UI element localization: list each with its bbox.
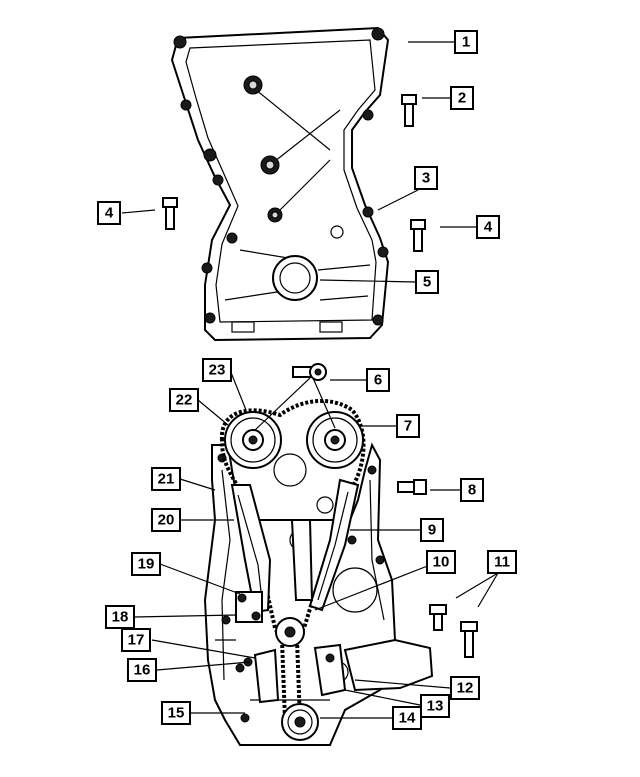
callout-11-text: 11	[494, 554, 510, 571]
bolt-4-left	[162, 197, 178, 230]
oil-pump-sprocket	[281, 703, 319, 741]
callout-1: 1	[454, 30, 478, 54]
callout-3: 3	[414, 166, 438, 190]
callout-4-left: 4	[97, 201, 121, 225]
callout-14: 14	[392, 706, 422, 730]
callout-3-text: 3	[422, 170, 430, 187]
callout-19: 19	[131, 552, 161, 576]
callout-20: 20	[151, 508, 181, 532]
chain-guide-center	[290, 519, 314, 601]
bolt-2	[401, 94, 417, 127]
chain-guide-right	[308, 478, 360, 612]
callout-4-left-text: 4	[105, 205, 114, 222]
callout-6: 6	[366, 368, 390, 392]
exhaust-cam-sprocket	[306, 411, 364, 469]
callout-6-text: 6	[374, 372, 382, 389]
callout-19-text: 19	[138, 556, 155, 573]
callout-22: 22	[169, 388, 199, 412]
callout-10: 10	[426, 550, 456, 574]
oil-pump-chain-guide	[243, 648, 280, 704]
callout-7-text: 7	[404, 418, 412, 435]
callout-5: 5	[415, 270, 439, 294]
callout-16: 16	[127, 658, 157, 682]
callout-12-text: 12	[457, 680, 474, 697]
callout-17: 17	[121, 628, 151, 652]
callout-4-right-text: 4	[484, 219, 493, 236]
callout-23: 23	[202, 358, 232, 382]
callout-18-text: 18	[112, 609, 129, 626]
timing-cover	[170, 26, 390, 342]
callout-9: 9	[420, 518, 444, 542]
callout-13-text: 13	[427, 698, 444, 715]
callout-21-text: 21	[158, 471, 175, 488]
cam-sprocket-bolt	[292, 363, 327, 381]
callout-4-right: 4	[476, 215, 500, 239]
callout-2-text: 2	[458, 90, 466, 107]
bolt-11-a	[429, 604, 447, 631]
callout-21: 21	[151, 467, 181, 491]
callout-18: 18	[105, 605, 135, 629]
callout-15: 15	[161, 701, 191, 725]
callout-23-text: 23	[209, 362, 226, 379]
callout-12: 12	[450, 676, 480, 700]
leader-lines	[121, 41, 499, 719]
tensioner-bolt	[397, 479, 427, 495]
bolt-4-right	[410, 219, 426, 252]
callout-22-text: 22	[176, 392, 193, 409]
chain-guide-left	[230, 484, 272, 614]
bolt-11-b	[460, 621, 478, 658]
callout-20-text: 20	[158, 512, 175, 529]
callout-11: 11	[487, 550, 517, 574]
callout-17-text: 17	[128, 632, 145, 649]
callout-9-text: 9	[428, 522, 436, 539]
callout-8: 8	[460, 478, 484, 502]
intake-cam-sprocket	[224, 411, 282, 469]
callout-1-text: 1	[462, 34, 470, 51]
callout-13: 13	[420, 694, 450, 718]
crankshaft-sprocket	[275, 617, 305, 647]
callout-16-text: 16	[134, 662, 151, 679]
callout-7: 7	[396, 414, 420, 438]
callout-15-text: 15	[168, 705, 185, 722]
callout-8-text: 8	[468, 482, 476, 499]
callout-2: 2	[450, 86, 474, 110]
callout-14-text: 14	[399, 710, 416, 727]
callout-10-text: 10	[433, 554, 450, 571]
callout-5-text: 5	[423, 274, 431, 291]
chain-tensioner	[235, 591, 263, 623]
